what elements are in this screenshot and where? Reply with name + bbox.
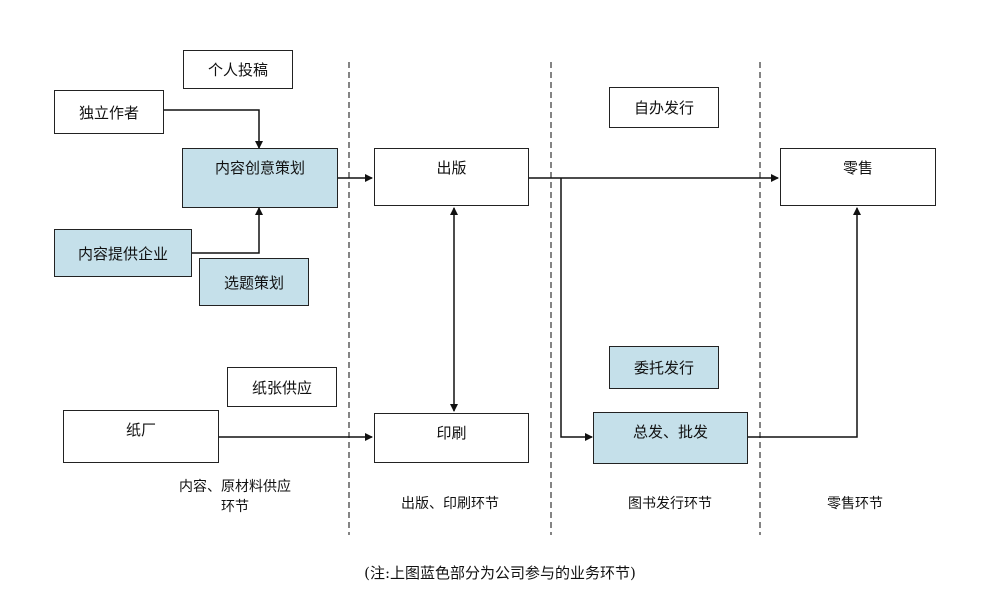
arrow-wholesale-to-retail [748, 207, 861, 438]
stage-content-supply-line1: 内容、原材料供应 [179, 479, 291, 495]
personal-submission-box: 个人投稿 [183, 50, 293, 89]
content-provider-box: 内容提供企业 [54, 229, 192, 277]
stage-content-supply-line2: 环节 [221, 499, 249, 515]
printing-label: 印刷 [436, 424, 467, 442]
stage-book-distribution: 图书发行环节 [590, 494, 750, 514]
personal-submission-label: 个人投稿 [207, 61, 268, 79]
printing-box: 印刷 [374, 413, 529, 463]
independent-author-box: 独立作者 [54, 90, 164, 134]
stage-publishing-printing: 出版、印刷环节 [370, 494, 530, 514]
stage-retail-label: 零售环节 [827, 496, 883, 512]
self-distribution-label: 自办发行 [633, 99, 694, 117]
diagram-note: (注:上图蓝色部分为公司参与的业务环节) [364, 564, 636, 582]
stage-retail: 零售环节 [780, 494, 930, 514]
stage-book-distribution-label: 图书发行环节 [628, 496, 712, 512]
arrow-provider-to-planning [192, 207, 263, 254]
independent-author-label: 独立作者 [78, 103, 139, 122]
publishing-label: 出版 [436, 159, 467, 177]
retail-label: 零售 [842, 159, 873, 177]
commissioned-distribution-label: 委托发行 [633, 359, 694, 377]
topic-planning-label: 选题策划 [223, 273, 284, 292]
self-distribution-box: 自办发行 [609, 87, 719, 128]
wholesale-box: 总发、批发 [593, 412, 748, 464]
content-planning-box: 内容创意策划 [182, 148, 338, 208]
stage-publishing-printing-label: 出版、印刷环节 [401, 496, 499, 512]
paper-supply-box: 纸张供应 [227, 367, 337, 407]
stage-content-supply: 内容、原材料供应 环节 [150, 477, 320, 517]
arrow-author-to-planning [164, 109, 263, 149]
paper-mill-label: 纸厂 [125, 421, 156, 439]
wholesale-label: 总发、批发 [632, 423, 708, 441]
arrow-publishing-to-wholesale [560, 178, 593, 441]
retail-box: 零售 [780, 148, 936, 206]
content-provider-label: 内容提供企业 [77, 244, 168, 263]
content-planning-label: 内容创意策划 [214, 159, 305, 177]
paper-mill-box: 纸厂 [63, 410, 219, 463]
publishing-box: 出版 [374, 148, 529, 206]
topic-planning-box: 选题策划 [199, 258, 309, 306]
paper-supply-label: 纸张供应 [251, 378, 312, 397]
commissioned-distribution-box: 委托发行 [609, 346, 719, 389]
